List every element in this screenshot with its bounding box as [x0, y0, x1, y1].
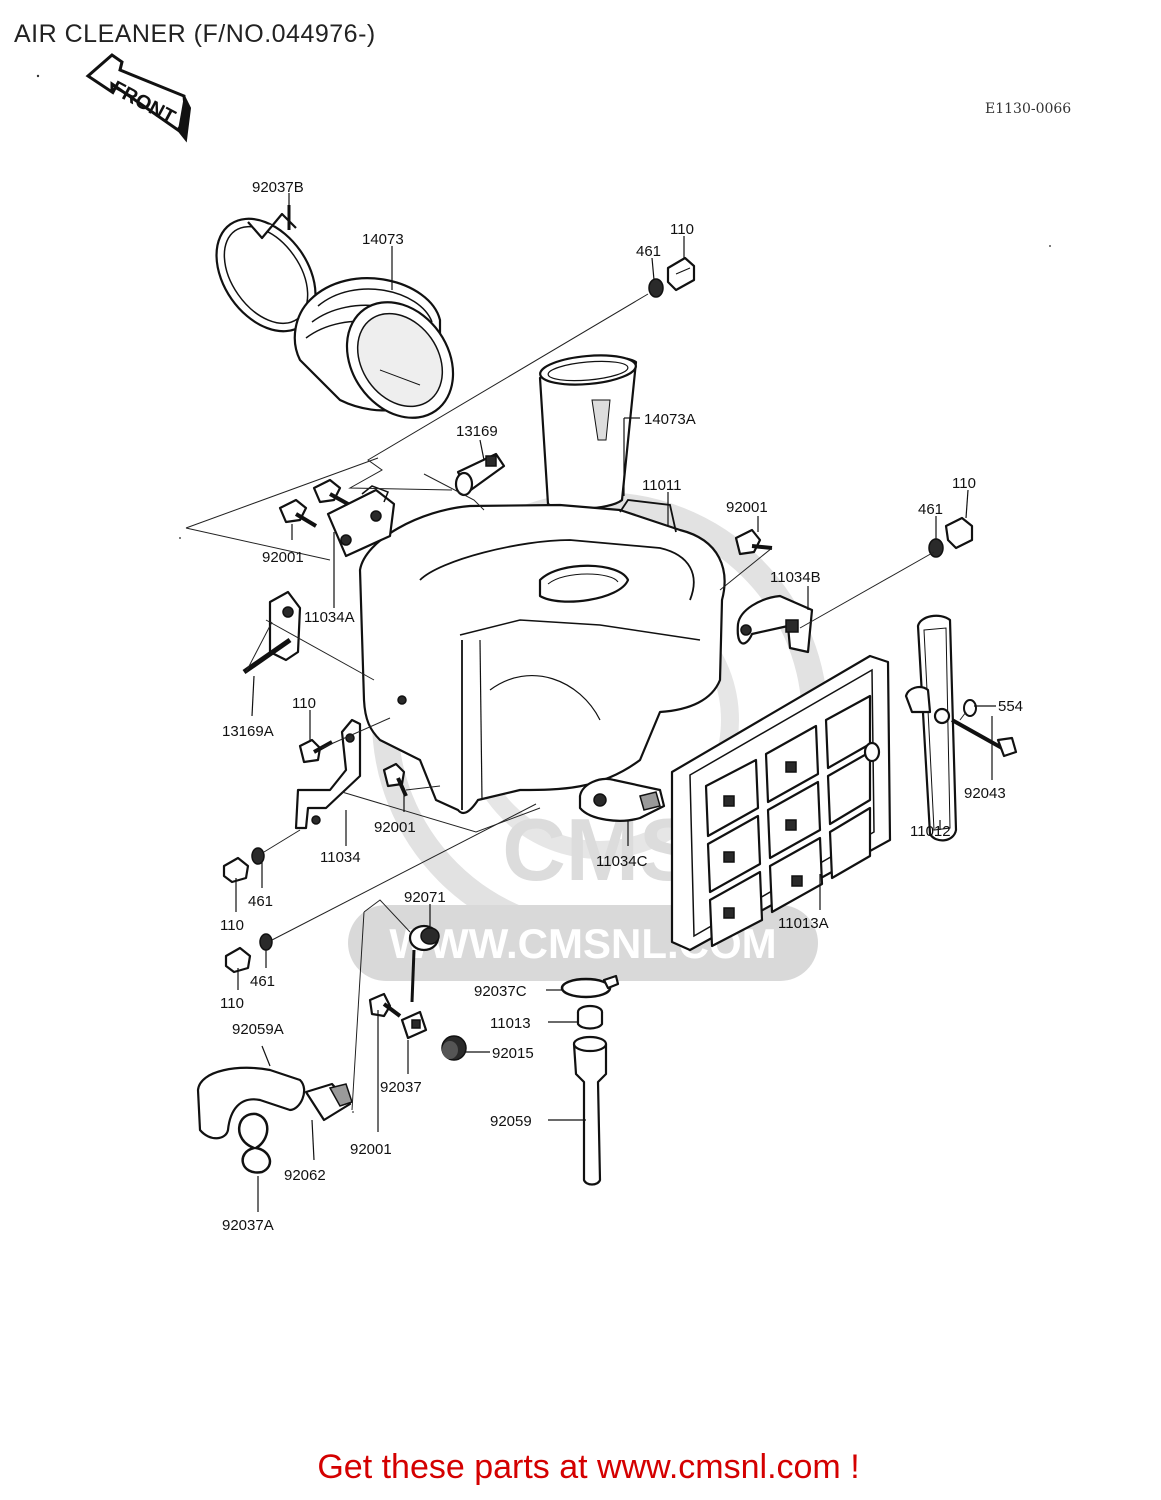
part-label: 11013	[490, 1015, 531, 1032]
part-label: 110	[220, 917, 244, 934]
bolt-washer-top	[648, 256, 696, 298]
part-label: 92001	[350, 1141, 392, 1158]
drain-bolt-92001	[368, 992, 402, 1018]
part-label: 14073	[362, 231, 404, 248]
part-label: 92059A	[232, 1021, 284, 1038]
part-label: 110	[670, 221, 694, 238]
bolt-110-mid	[298, 738, 333, 764]
bracket-11034b	[736, 594, 814, 654]
part-label: 92001	[262, 549, 304, 566]
drain-bracket-92037	[400, 1010, 428, 1040]
part-label: 13169A	[222, 723, 274, 740]
assembly-guide-lines	[185, 293, 967, 1113]
bracket-11034a	[326, 485, 396, 558]
clamp-92037c	[560, 974, 620, 999]
part-label: 92059	[490, 1113, 532, 1130]
part-label: 13169	[456, 423, 498, 440]
part-label: 554	[998, 698, 1023, 715]
filter-element	[670, 654, 892, 952]
part-label: 11034C	[596, 853, 648, 870]
part-label: 11034	[320, 849, 361, 866]
diagram-title: AIR CLEANER (F/NO.044976-)	[14, 20, 376, 48]
part-label: 11034B	[770, 569, 821, 586]
shop-link-text[interactable]: Get these parts at www.cmsnl.com !	[317, 1448, 860, 1486]
parts-diagram: CMS WWW.CMSNL.COM FRONT	[36, 53, 1051, 1234]
part-label: 11034A	[304, 609, 355, 626]
part-label: 461	[248, 893, 273, 910]
filter-cells	[704, 694, 881, 948]
bolt-92001-lower	[382, 762, 408, 797]
part-label: 461	[250, 973, 275, 990]
filter-cover	[904, 614, 958, 842]
bolt-washer-lower-2	[224, 933, 273, 974]
part-label: 92071	[404, 889, 446, 906]
clip	[454, 452, 506, 497]
bracket-11034c	[578, 777, 666, 822]
plug-92062	[304, 1082, 353, 1122]
bolts-92001-upper	[278, 478, 349, 528]
part-label: 92043	[964, 785, 1006, 802]
part-label: 92001	[374, 819, 416, 836]
part-label: 92037A	[222, 1217, 274, 1234]
bolt-washer-lower-1	[222, 847, 265, 884]
part-label: 461	[636, 243, 661, 260]
part-label: 11011	[642, 477, 682, 494]
part-label: 92037	[380, 1079, 422, 1096]
clamp-92037a	[237, 1112, 272, 1174]
part-label: 110	[952, 475, 976, 492]
part-label: 11012	[910, 823, 951, 840]
snorkel-duct	[538, 354, 638, 511]
part-label: 14073A	[644, 411, 696, 428]
part-label: 461	[918, 501, 943, 518]
part-label: 92062	[284, 1167, 326, 1184]
cap-92015	[441, 1035, 467, 1061]
screw-92043	[951, 718, 1018, 758]
bolt-92001-right	[734, 528, 773, 556]
leader-lines	[235, 193, 996, 1212]
part-label: 92037B	[252, 179, 304, 196]
shop-link-banner[interactable]: Get these parts at www.cmsnl.com !	[0, 1448, 1161, 1487]
part-label: 110	[220, 995, 244, 1012]
hose-92059a	[196, 1066, 306, 1140]
part-label: 11013A	[778, 915, 829, 932]
air-cleaner-housing	[358, 499, 726, 815]
drain-plug-92071	[408, 924, 440, 1003]
part-labels: 92037B 14073 110 461 14073A 13169 11011 …	[220, 179, 1023, 1234]
intake-duct	[293, 277, 455, 419]
part-label: 92001	[726, 499, 768, 516]
part-label: 92015	[492, 1045, 534, 1062]
front-arrow: FRONT	[85, 53, 192, 143]
diagram-code: E1130-0066	[985, 101, 1072, 117]
part-label: 110	[292, 695, 316, 712]
bracket-11034	[294, 718, 362, 830]
drain-tube-92059	[572, 1035, 608, 1186]
ring-554	[963, 699, 977, 717]
cap-11013	[576, 1004, 604, 1030]
stud-13169a	[242, 590, 302, 675]
part-label: 92037C	[474, 983, 527, 1000]
